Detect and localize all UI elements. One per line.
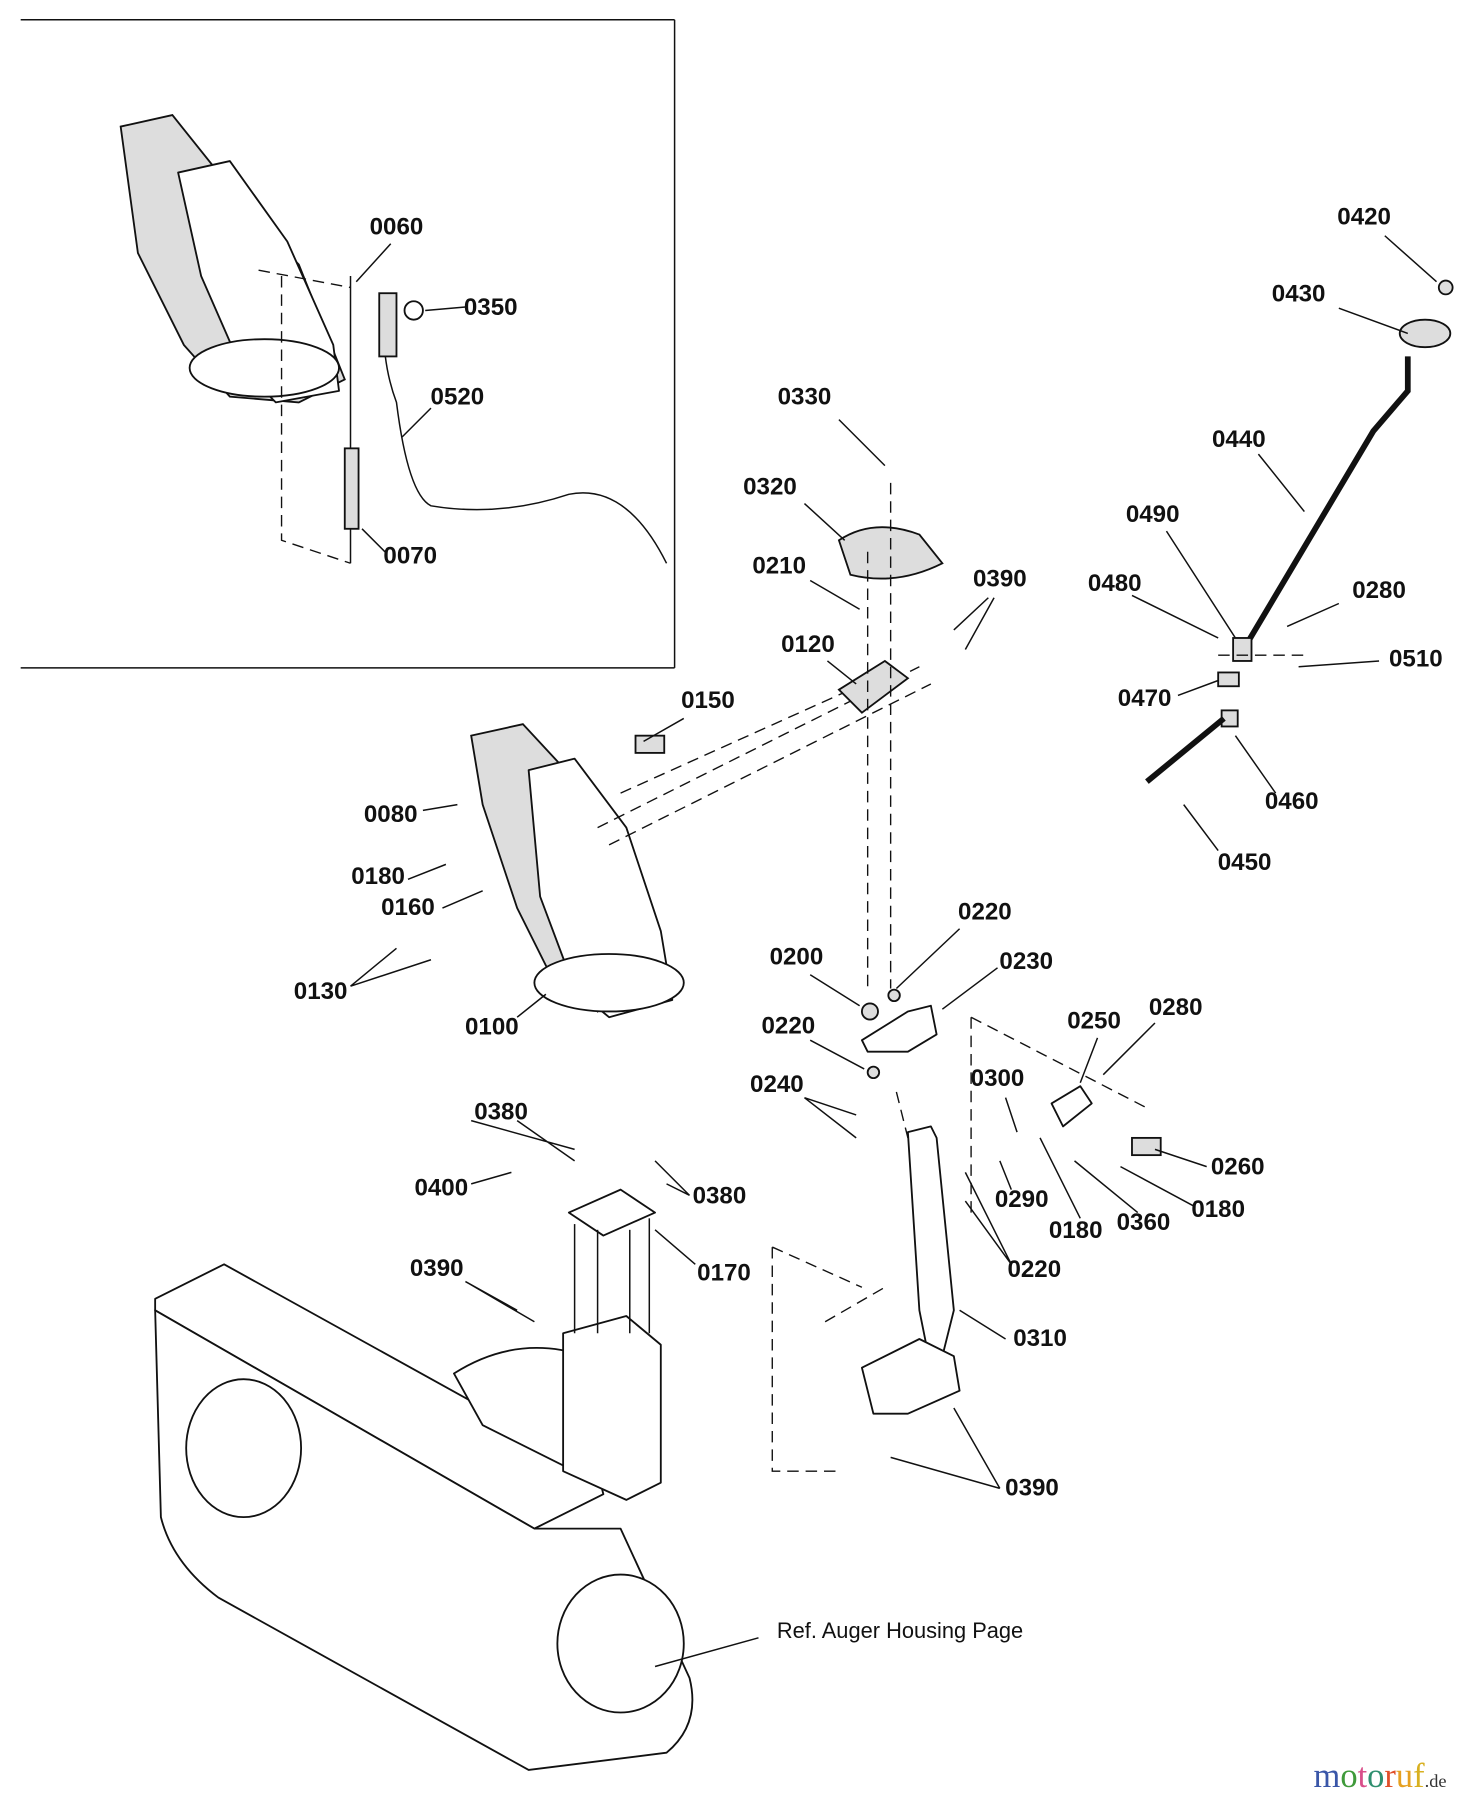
part-label: 0430 [1272, 280, 1326, 307]
reference-leader-line [654, 1637, 759, 1668]
part-label: 0350 [464, 294, 518, 321]
part-label: 0440 [1212, 426, 1266, 453]
part-label: 0390 [410, 1255, 464, 1282]
auger-housing-drawing [154, 1188, 694, 1771]
inset-frame [20, 18, 676, 669]
part-label: 0070 [383, 542, 437, 569]
shift-lever-drawing [1145, 279, 1454, 784]
part-label: 0360 [1117, 1209, 1171, 1236]
part-label: 0180 [1191, 1196, 1245, 1223]
part-label: 0180 [1049, 1217, 1103, 1244]
watermark-logo: motoruf.de [1314, 1757, 1447, 1795]
discharge-chute-drawing [470, 482, 944, 1019]
reference-note: Ref. Auger Housing Page [777, 1618, 1023, 1643]
part-label: 0420 [1337, 203, 1391, 230]
part-label: 0450 [1218, 849, 1272, 876]
part-label: 0170 [697, 1259, 751, 1286]
part-label: 0330 [778, 384, 832, 411]
linkage-drawing [771, 988, 1162, 1472]
part-label: 0520 [431, 384, 485, 411]
part-label: 0380 [693, 1182, 747, 1209]
part-label: 0380 [474, 1099, 528, 1126]
part-label: 0460 [1265, 788, 1319, 815]
part-label: 0080 [364, 801, 418, 828]
part-label: 0220 [958, 899, 1012, 926]
part-label: 0230 [999, 948, 1053, 975]
part-label: 0100 [465, 1013, 519, 1040]
shift-lever-labels: 0420 0430 0440 0490 0480 0280 0510 0470 … [1088, 203, 1443, 876]
part-label: 0120 [781, 631, 835, 658]
part-label: 0390 [1005, 1474, 1059, 1501]
part-label: 0280 [1352, 577, 1406, 604]
part-label: 0310 [1013, 1325, 1067, 1352]
part-label: 0290 [995, 1186, 1049, 1213]
part-label: 0400 [414, 1174, 468, 1201]
part-label: 0220 [762, 1012, 816, 1039]
part-label: 0060 [370, 214, 424, 241]
part-label: 0150 [681, 687, 735, 714]
part-label: 0480 [1088, 570, 1142, 597]
part-label: 0320 [743, 473, 797, 500]
inset-labels: 0060 0350 0520 0070 [355, 214, 518, 569]
linkage-labels: 0220 0200 0230 0220 0250 0280 0240 0300 … [410, 899, 1265, 1502]
chute-labels: 0330 0320 0210 0390 0120 0150 0080 0180 … [294, 384, 1027, 1041]
part-label: 0130 [294, 978, 348, 1005]
part-label: 0180 [351, 863, 405, 890]
part-label: 0470 [1118, 685, 1172, 712]
part-label: 0260 [1211, 1154, 1265, 1181]
part-label: 0240 [750, 1071, 804, 1098]
part-label: 0160 [381, 894, 435, 921]
part-label: 0200 [770, 943, 824, 970]
part-label: 0280 [1149, 994, 1203, 1021]
part-label: 0490 [1126, 501, 1180, 528]
part-label: 0210 [752, 553, 806, 580]
part-label: 0220 [1007, 1256, 1061, 1283]
part-label: 0390 [973, 565, 1027, 592]
part-label: 0250 [1067, 1008, 1121, 1035]
part-label: 0300 [971, 1065, 1025, 1092]
inset-chute-drawing [119, 114, 668, 564]
part-label: 0510 [1389, 646, 1443, 673]
